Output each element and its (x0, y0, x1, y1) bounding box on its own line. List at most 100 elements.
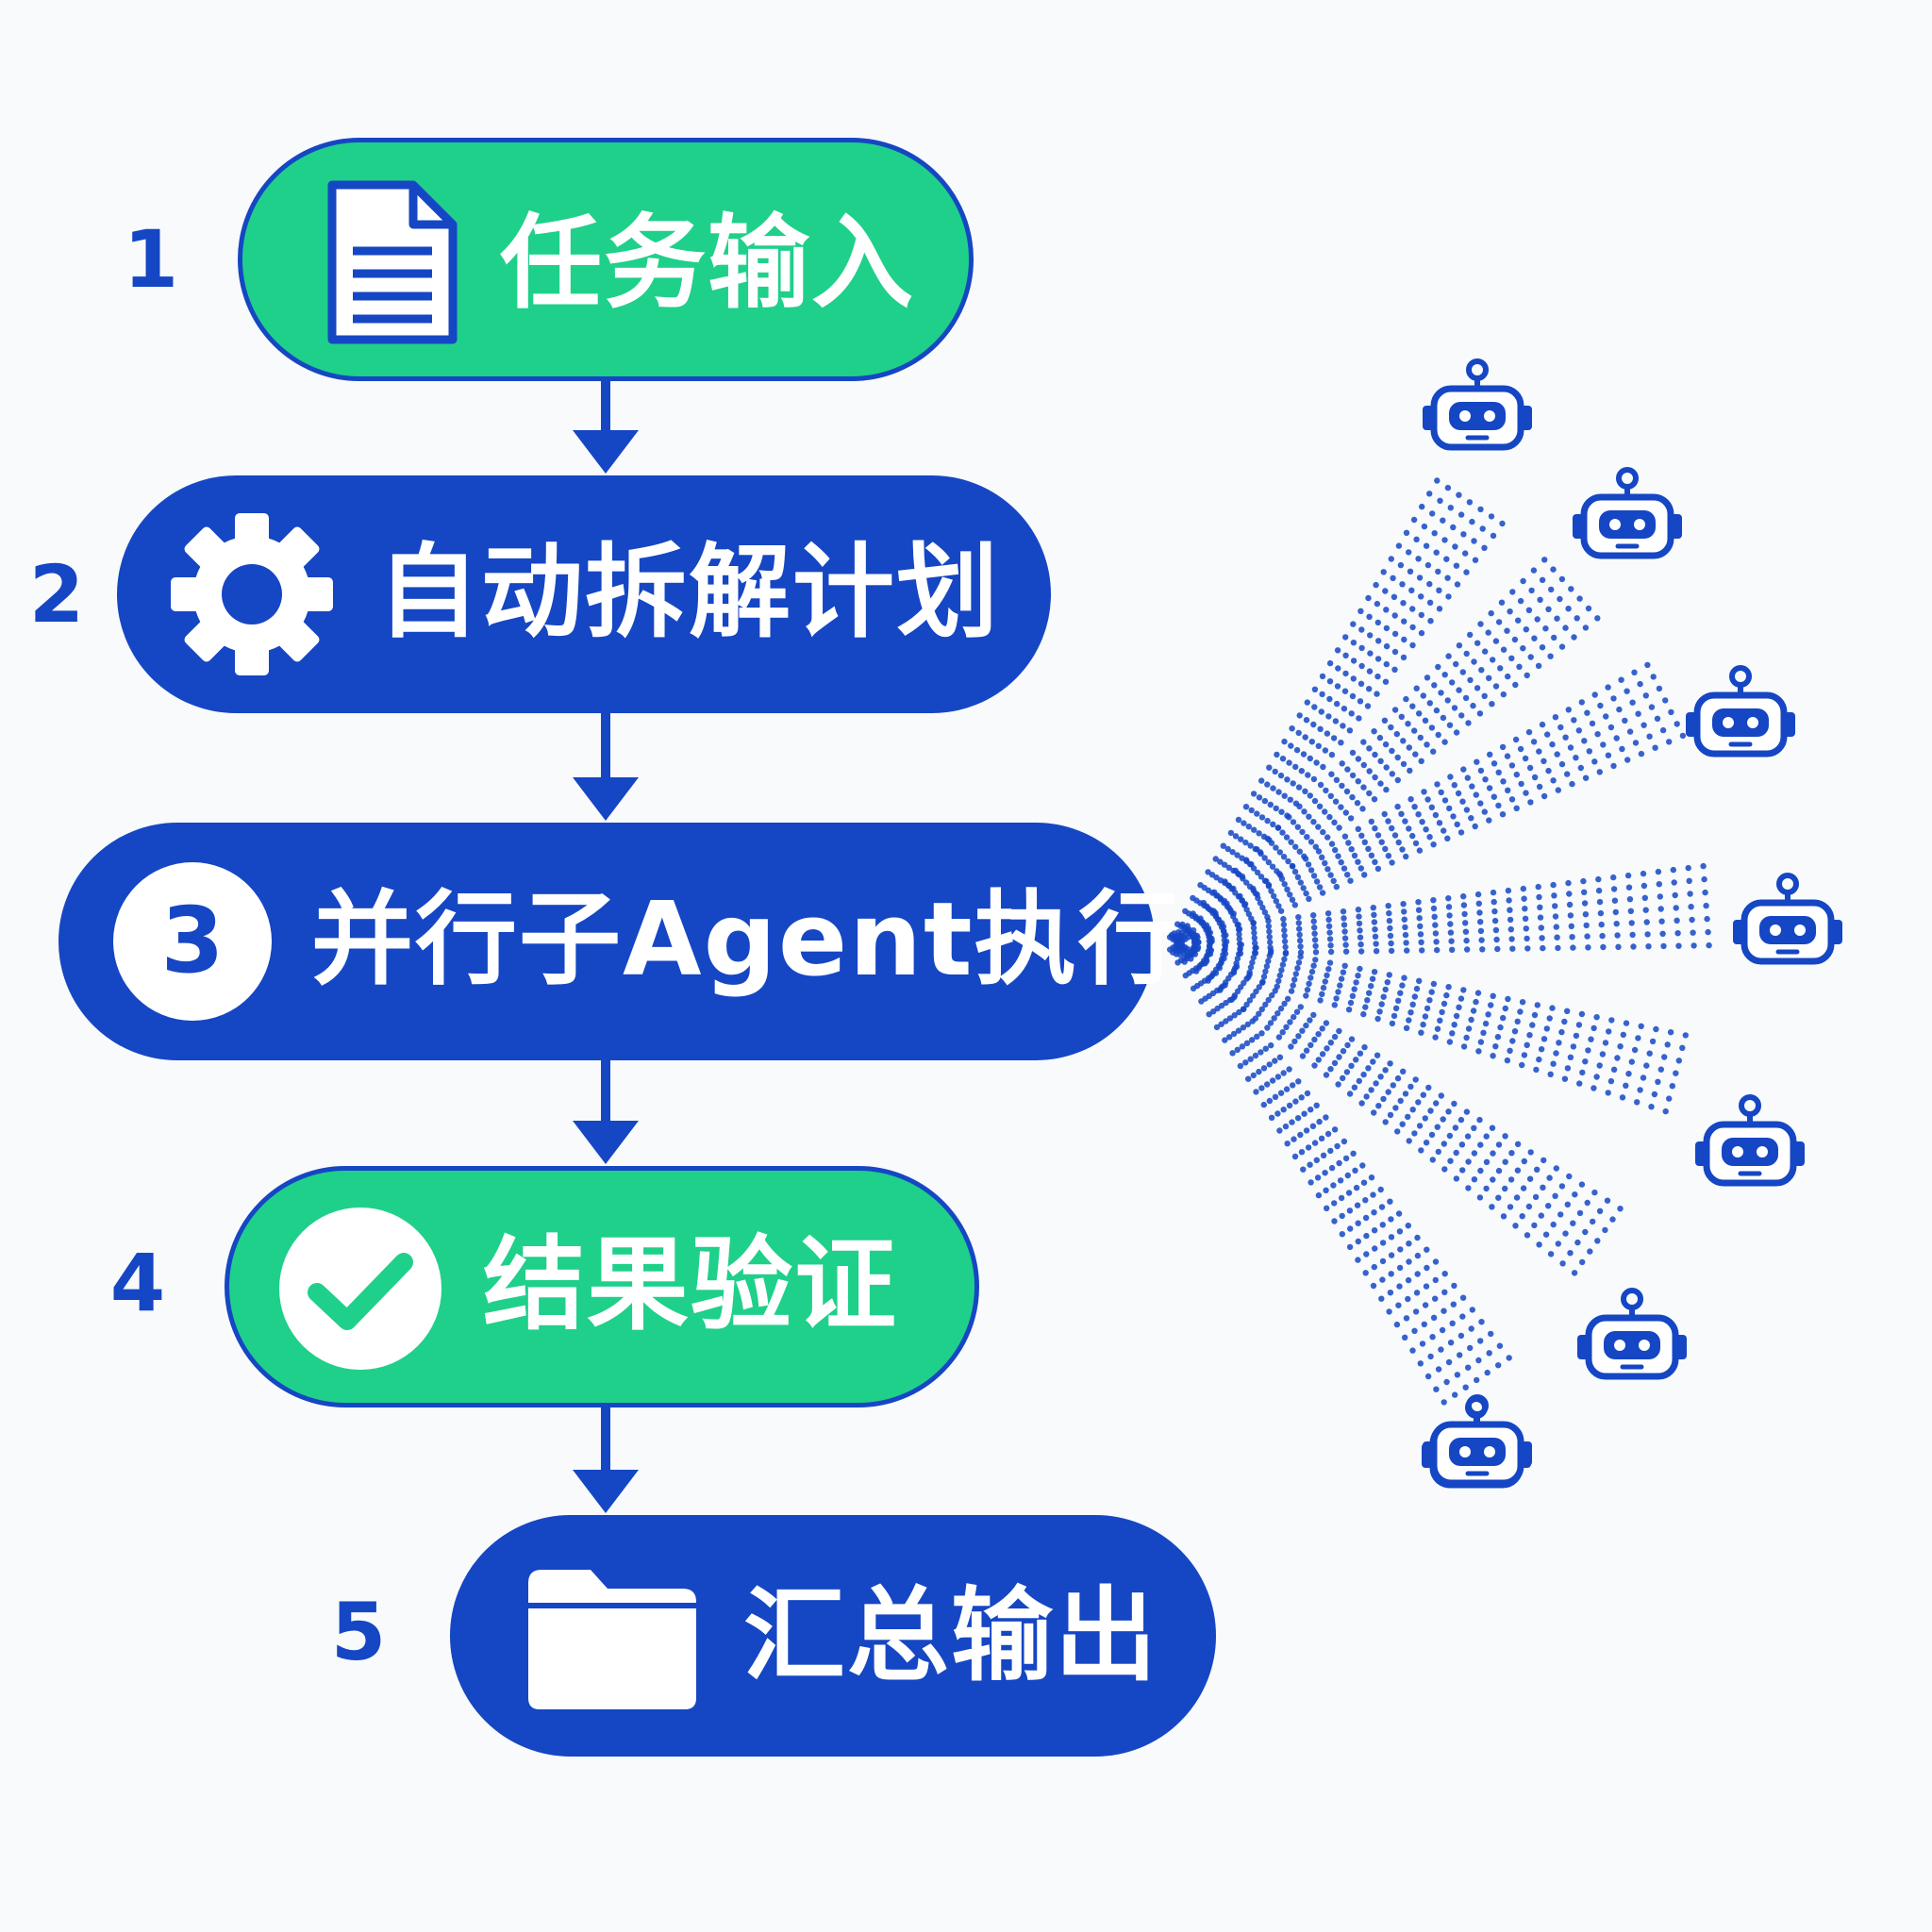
connector-dot (1322, 978, 1329, 985)
connector-dot (1386, 909, 1392, 917)
connector-dot (1383, 607, 1390, 613)
connector-dot (1557, 595, 1563, 603)
connector-dot (1358, 662, 1365, 670)
connector-dot (1631, 1046, 1639, 1054)
connector-dot (1264, 1024, 1271, 1031)
connector-dot (1475, 1357, 1482, 1364)
connector-dot (1518, 780, 1524, 788)
connector-dot (1389, 771, 1396, 777)
connector-dot (1424, 1373, 1432, 1380)
connector-dot (1420, 1091, 1427, 1098)
connector-dot (1307, 792, 1314, 799)
connector-dot (1283, 1086, 1291, 1092)
connector-dot (1258, 1030, 1265, 1037)
connector-dot (1331, 819, 1338, 825)
connector-dot (1571, 1270, 1578, 1276)
connector-dot (1403, 1315, 1410, 1322)
connector-dot (1556, 1040, 1562, 1046)
connector-dot (1276, 972, 1284, 979)
connector-dot (1490, 1150, 1496, 1157)
connector-dot (1330, 877, 1337, 884)
connector-dot (1221, 927, 1227, 935)
connector-dot (1319, 691, 1325, 698)
connector-dot (1411, 1130, 1418, 1137)
connector-dot (1274, 751, 1280, 758)
connector-dot (1366, 668, 1374, 675)
connector-dot (1477, 927, 1485, 935)
connector-dot (1323, 1114, 1329, 1121)
connector-dot (1507, 907, 1513, 913)
connector-dot (1536, 1241, 1542, 1248)
connector-dot (1542, 625, 1549, 632)
connector-dot (1357, 1050, 1364, 1057)
connector-dot (1591, 691, 1598, 698)
connector-dot (1250, 1072, 1257, 1079)
connector-dot (1566, 891, 1573, 897)
connector-dot (1416, 977, 1423, 985)
connector-dot (1440, 714, 1447, 722)
connector-dot (1418, 758, 1424, 764)
connector-dot (1387, 1060, 1393, 1067)
connector-dot (1462, 694, 1470, 702)
connector-dot (1504, 753, 1511, 759)
connector-dot (1351, 852, 1358, 859)
connector-dot (1549, 1005, 1556, 1011)
connector-dot (1338, 975, 1345, 982)
connector-dot (1404, 947, 1410, 954)
connector-dot (1418, 939, 1424, 945)
connector-dot (1260, 1101, 1268, 1108)
connector-dot (1391, 612, 1398, 619)
connector-dot (1411, 727, 1418, 734)
connector-dot (1596, 1208, 1604, 1215)
connector-dot (1488, 513, 1495, 520)
connector-dot (1396, 1283, 1403, 1290)
connector-dot (1358, 644, 1365, 652)
connector-dot (1610, 874, 1617, 881)
connector-dot (1396, 1228, 1404, 1235)
connector-dot (1471, 538, 1477, 544)
connector-dot (1462, 928, 1470, 935)
connector-dot (1561, 1018, 1568, 1025)
connector-dot (1322, 747, 1329, 754)
connector-dot (1372, 1245, 1378, 1252)
connector-dot (1500, 691, 1507, 698)
connector-dot (1460, 1043, 1468, 1050)
connector-dot (1290, 780, 1296, 787)
connector-dot (1657, 906, 1664, 912)
connector-dot (1490, 889, 1497, 896)
connector-dot (1536, 783, 1543, 791)
connector-dot (1315, 824, 1322, 830)
connector-dot (1614, 1055, 1621, 1061)
connector-dot (1545, 1203, 1552, 1209)
connector-dot (1460, 531, 1467, 538)
connector-dot (1391, 648, 1399, 656)
connector-dot (1505, 887, 1512, 894)
connector-dot (1490, 1176, 1496, 1183)
connector-dot (1620, 1031, 1627, 1039)
connector-dot (1546, 1015, 1553, 1022)
connector-dot (1385, 1089, 1391, 1095)
connector-dot (1308, 739, 1316, 745)
connector-dot (1530, 739, 1538, 745)
connector-dot (1258, 979, 1266, 986)
connector-dot (1478, 1319, 1485, 1325)
connector-dot (1472, 823, 1478, 830)
connector-dot (1417, 923, 1424, 929)
connector-dot (1498, 599, 1506, 606)
connector-dot (1246, 971, 1253, 978)
connector-dot (1295, 959, 1303, 966)
connector-dot (1234, 1046, 1241, 1054)
connector-dot (1534, 1002, 1541, 1008)
connector-dot (1384, 979, 1391, 986)
connector-dot (1456, 491, 1462, 498)
connector-dot (1368, 1087, 1374, 1093)
connector-dot (1457, 995, 1465, 1002)
connector-dot (1322, 1170, 1328, 1176)
connector-dot (1579, 1069, 1586, 1076)
connector-dot (1479, 946, 1486, 953)
robot-icon (1733, 873, 1842, 965)
connector-dot (1279, 756, 1287, 762)
connector-dot (1307, 1107, 1314, 1113)
connector-dot (1617, 1206, 1624, 1212)
connector-dot (1262, 1001, 1269, 1008)
